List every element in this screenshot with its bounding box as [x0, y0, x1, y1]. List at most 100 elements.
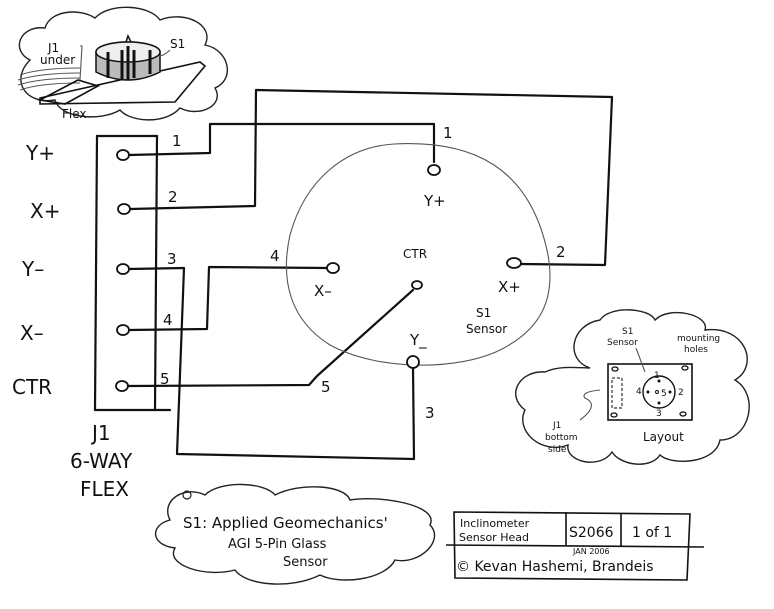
layout-sensor-footprint: [642, 375, 676, 409]
layout-pin-4: 4: [636, 387, 642, 397]
note-cloud: S1: Applied Geomechanics' AGI 5-Pin Glas…: [154, 483, 436, 585]
j1-outline-left: [93, 134, 172, 412]
sensor-name-line2: Sensor: [466, 322, 507, 336]
j1-pin-label-yminus: Y–: [21, 257, 44, 281]
sensor-pin-yplus: [427, 164, 441, 176]
j1-type-line1: 6-WAY: [70, 449, 133, 473]
mounting-hole: [611, 366, 619, 372]
title-block: Inclinometer Sensor Head S2066 1 of 1 JA…: [445, 511, 705, 581]
sketch-s1-label: S1: [170, 37, 185, 51]
title-block-divider: [445, 544, 705, 548]
mounting-hole: [679, 411, 687, 417]
j1-pin-label-xplus: X+: [30, 199, 60, 223]
wire-1: [127, 122, 436, 164]
drawing-date: JAN 2006: [572, 547, 610, 556]
wire-2: [128, 88, 614, 267]
wire-4: [127, 265, 329, 332]
wire-3: [127, 266, 416, 461]
sensor-label-yminus: Y_: [409, 331, 427, 350]
sketch-cloud: [18, 6, 228, 121]
j1-name: J1: [90, 421, 111, 445]
title-line1: Inclinometer: [460, 517, 530, 530]
title-block-outline: [453, 511, 691, 581]
layout-j1-arrow: [579, 389, 601, 421]
wire-3-label-j1: 3: [167, 250, 177, 268]
drawing-number: S2066: [569, 525, 614, 541]
sketch-j1-arrow: [79, 45, 83, 81]
wire-5: [126, 288, 415, 388]
j1-pin-4: [116, 324, 130, 336]
layout-pin-dot: [657, 401, 661, 405]
sensor-pin-ctr: [411, 280, 423, 290]
sensor-sketch: S1 J1 under Flex: [17, 6, 228, 121]
wire-3-label-sensor: 3: [425, 404, 435, 422]
layout-j1-line3: side: [548, 445, 567, 455]
title-line2: Sensor Head: [459, 531, 529, 544]
layout-pin-dot: [668, 390, 672, 394]
note-line3: Sensor: [283, 555, 328, 570]
sheet-number: 1 of 1: [632, 525, 672, 541]
sketch-flex-label: Flex: [62, 107, 87, 121]
note-line1: S1: Applied Geomechanics': [183, 514, 388, 532]
layout-pin-dot: [646, 390, 650, 394]
layout-pin-dot: [657, 379, 661, 383]
layout-j1-line1: J1: [552, 421, 561, 431]
layout-mount-line2: holes: [684, 345, 708, 355]
layout-title: Layout: [643, 430, 684, 444]
layout-s1-arrow: [635, 347, 646, 373]
j1-pin-1: [116, 149, 130, 161]
layout-inset: 1 2 3 4 5 S1 Sensor mounting holes J1 bo…: [515, 309, 750, 465]
layout-board: [607, 363, 693, 421]
wire-4-label-j1: 4: [163, 311, 173, 329]
wire-5-label-j1: 5: [160, 370, 170, 388]
glass-sensor-sketch: [95, 34, 161, 81]
wire-1-label-j1: 1: [172, 132, 182, 150]
flex-tab: [37, 79, 101, 105]
layout-j1-line2: bottom: [545, 433, 578, 443]
layout-pin-dot: [655, 390, 659, 394]
j1-type-line2: FLEX: [80, 477, 129, 501]
wire-4-label-sensor: 4: [270, 247, 280, 265]
sketch-s1-arrow: [159, 49, 171, 57]
j1-connector: [93, 134, 172, 412]
j1-pin-2: [117, 203, 131, 215]
layout-pin-2: 2: [678, 388, 684, 398]
note-bubble: [182, 490, 192, 500]
mounting-hole: [610, 412, 618, 418]
sketch-under-label: under: [40, 53, 75, 67]
mounting-hole: [681, 365, 689, 371]
sensor-outline: [285, 143, 551, 366]
wire-2-label-j1: 2: [168, 188, 178, 206]
layout-pin-1: 1: [654, 371, 660, 381]
sensor-pin-xplus: [506, 257, 522, 269]
note-line2: AGI 5-Pin Glass: [228, 537, 327, 552]
wire-2-label-sensor: 2: [556, 243, 566, 261]
j1-pin-5: [115, 380, 129, 392]
layout-j1-footprint: [611, 377, 623, 409]
flex-layers: [17, 67, 81, 91]
sketch-j1-label: J1: [47, 41, 59, 55]
j1-pin-label-xminus: X–: [20, 321, 44, 345]
sensor-label-yplus: Y+: [423, 192, 446, 210]
wire-5-label-sensor: 5: [321, 378, 331, 396]
layout-s1-line1: S1: [622, 327, 633, 337]
sensor-pin-xminus: [326, 262, 340, 274]
layout-pin-5: 5: [661, 389, 667, 399]
circuit-board: [39, 61, 207, 105]
sensor-label-xplus: X+: [498, 278, 521, 296]
j1-pin-3: [116, 263, 130, 275]
note-cloud-outline: [154, 483, 436, 585]
j1-pin-label-yplus: Y+: [25, 141, 55, 165]
j1-pin-label-ctr: CTR: [12, 375, 52, 399]
wire-1-label-sensor: 1: [443, 124, 453, 142]
sensor-label-ctr: CTR: [403, 247, 427, 261]
sensor-name-line1: S1: [476, 306, 491, 320]
sensor-label-xminus: X–: [314, 282, 332, 300]
j1-outline-right: [153, 134, 159, 412]
layout-cloud: [515, 309, 750, 465]
drawing-author: © Kevan Hashemi, Brandeis: [456, 559, 654, 575]
layout-pin-3: 3: [656, 409, 662, 419]
sensor-pin-yminus: [406, 355, 420, 369]
layout-s1-line2: Sensor: [607, 338, 638, 348]
